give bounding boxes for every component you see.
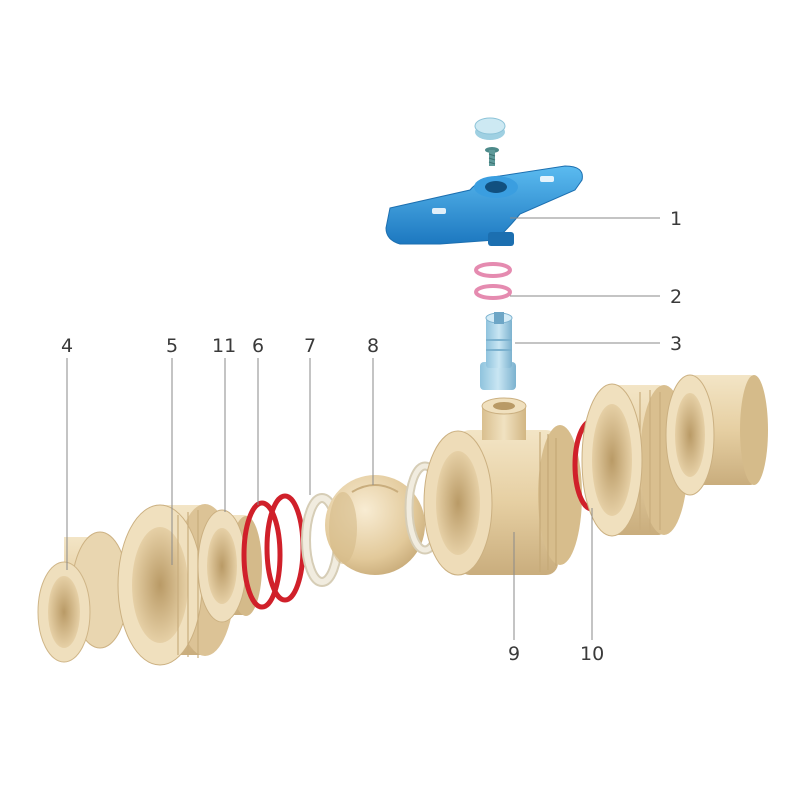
valve-body [423,397,582,576]
callout-labels: 1 2 3 4 5 11 6 7 8 9 10 [61,208,682,665]
callout-2: 2 [670,286,682,308]
callout-7: 7 [304,335,316,357]
callout-4: 4 [61,335,73,357]
stem-o-rings [474,262,512,300]
callout-9: 9 [508,643,520,665]
right-end-connector [665,374,768,496]
callout-8: 8 [367,335,379,357]
callout-10: 10 [580,643,604,665]
callout-1: 1 [670,208,682,230]
handle-screw [485,147,499,166]
seat-carrier [197,509,262,623]
left-end-connector [37,531,129,663]
callout-5: 5 [166,335,178,357]
callout-3: 3 [670,333,682,355]
handle [385,165,583,246]
ball [325,475,425,575]
callout-11: 11 [212,335,236,357]
handle-cap [474,117,506,140]
leader-lines [66,217,660,640]
callout-6: 6 [252,335,264,357]
stem [480,312,516,390]
